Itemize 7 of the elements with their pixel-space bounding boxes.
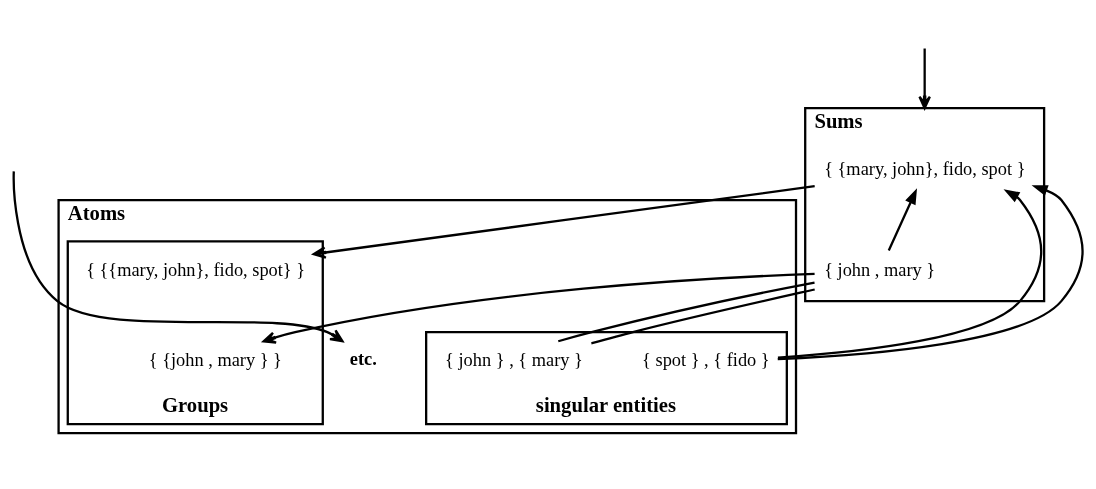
node-text: { john , mary }: [824, 259, 936, 280]
node-text: etc.: [349, 348, 377, 369]
node-text: { {john , mary } }: [148, 349, 282, 370]
node-text: { {mary, john}, fido, spot }: [824, 158, 1026, 179]
node-text: { {{mary, john}, fido, spot} }: [86, 259, 306, 280]
node-text: { spot } , { fido }: [642, 349, 770, 370]
node-text: { john } , { mary }: [445, 349, 583, 370]
